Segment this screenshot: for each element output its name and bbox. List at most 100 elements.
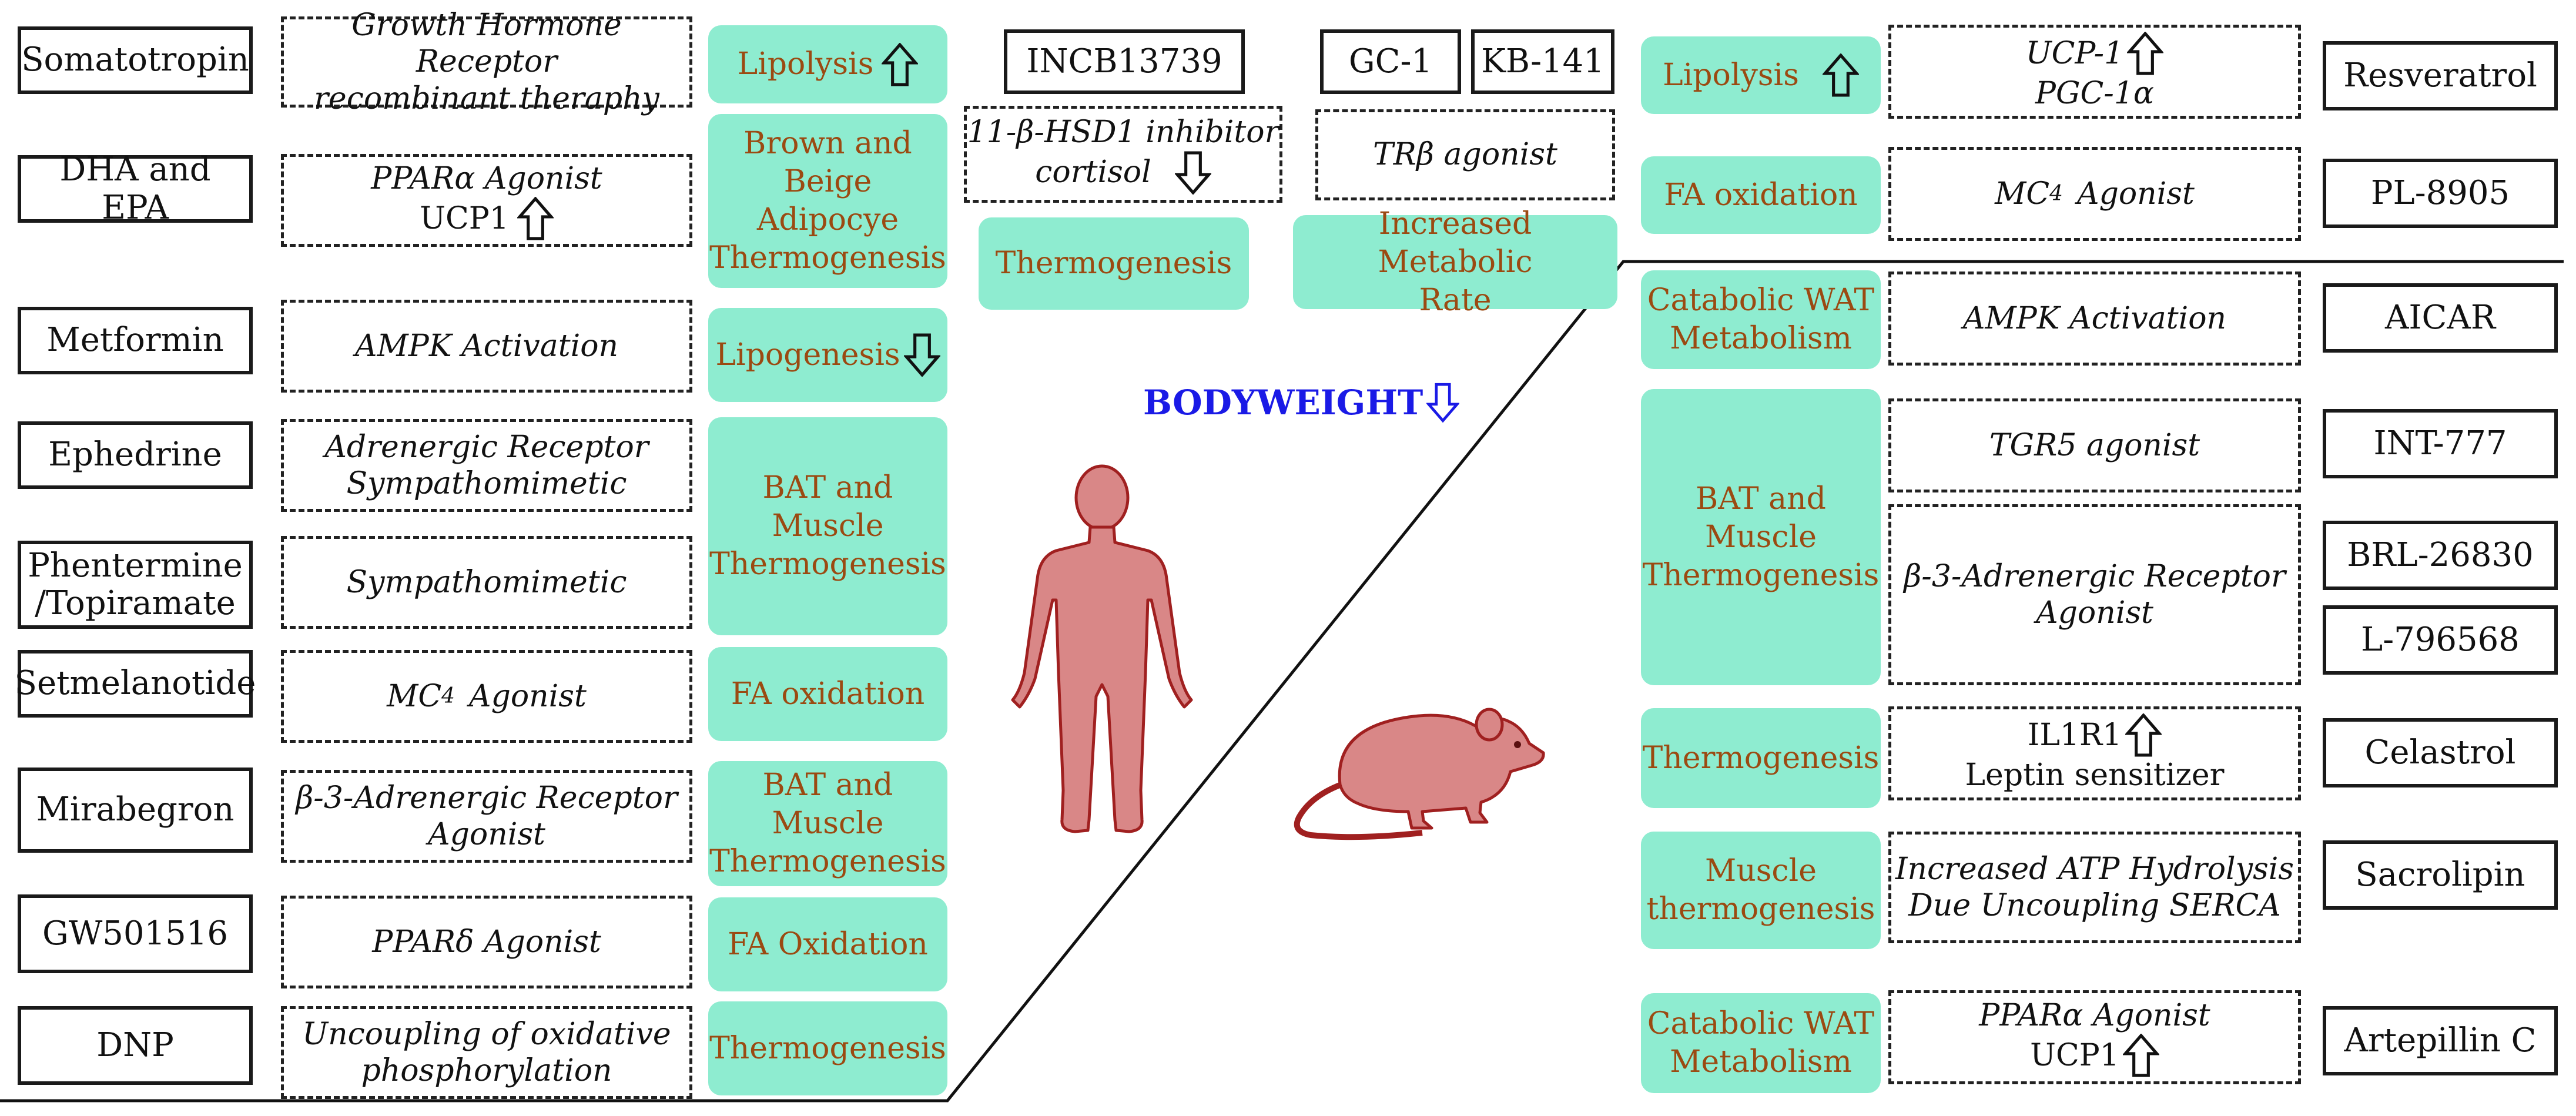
effect-lipolysis: Lipolysis (708, 25, 947, 103)
drug-label: AICAR (2384, 298, 2495, 337)
mechanism-adrenergic: Adrenergic Receptor Sympathomimetic (281, 419, 692, 512)
mechanism-line: phosphorylation (361, 1053, 612, 1088)
mechanism-line: IL1R1 (2027, 717, 2122, 753)
effect-label: Muscle (1705, 853, 1817, 889)
mechanism-line: TRβ agonist (1373, 137, 1557, 173)
drug-dnp: DNP (18, 1006, 253, 1085)
mechanism-ppard: PPARδ Agonist (281, 896, 692, 988)
effect-lipogenesis: Lipogenesis (708, 308, 947, 402)
effect-label: Catabolic WAT (1647, 283, 1875, 318)
mechanism-line: UCP1 (2030, 1037, 2119, 1073)
drug-label: Somatotropin (21, 41, 249, 79)
mechanism-beta3-right: β-3-Adrenergic Receptor Agonist (1888, 504, 2301, 685)
effect-brown-beige: Brown and Beige Adipocye Thermogenesis (708, 114, 947, 288)
down-arrow-icon (1174, 151, 1211, 195)
effect-label: BAT and (762, 768, 893, 803)
drug-label: Resveratrol (2343, 56, 2537, 95)
effect-label: Lipolysis (1663, 57, 1799, 93)
subscript: 4 (441, 684, 455, 709)
mechanism-line: Increased ATP Hydrolysis (1895, 851, 2294, 887)
mechanism-line: Adrenergic Receptor (324, 429, 649, 465)
effect-thermogenesis-middle: Thermogenesis (979, 217, 1249, 310)
mechanism-ppara-agonist: PPARα Agonist UCP1 (281, 154, 692, 247)
drug-mirabegron: Mirabegron (18, 768, 253, 853)
effect-bat-muscle-right: BAT and Muscle Thermogenesis (1641, 389, 1881, 685)
effect-label: Thermogenesis (709, 547, 946, 582)
up-arrow-icon (2127, 31, 2164, 75)
drug-label: Phentermine (28, 546, 243, 585)
human-figure-icon (1011, 464, 1193, 833)
effect-label: FA Oxidation (728, 926, 928, 962)
drug-metformin: Metformin (18, 307, 253, 374)
down-arrow-icon (1426, 382, 1460, 423)
drug-incb13739: INCB13739 (1004, 29, 1245, 94)
drug-label: Mirabegron (36, 790, 235, 829)
drug-sacrolipin: Sacrolipin (2323, 840, 2558, 910)
mechanism-line: Agonist (2036, 595, 2153, 631)
drug-resveratrol: Resveratrol (2323, 41, 2558, 110)
mechanism-line: Uncoupling of oxidative (302, 1016, 671, 1052)
drug-artepillin-c: Artepillin C (2323, 1006, 2558, 1075)
mechanism-ampk: AMPK Activation (281, 300, 692, 393)
effect-label: Beige (783, 164, 872, 199)
drug-label: Celastrol (2364, 733, 2516, 772)
mechanism-sympathomimetic: Sympathomimetic (281, 536, 692, 629)
effect-catabolic-wat: Catabolic WAT Metabolism (1641, 270, 1881, 369)
mechanism-line: 11-β-HSD1 inhibitor (967, 115, 1279, 150)
drug-somatotropin: Somatotropin (18, 26, 253, 94)
drug-gw501516: GW501516 (18, 894, 253, 973)
mechanism-line: TGR5 agonist (1989, 427, 2200, 463)
drug-label: INT-777 (2373, 424, 2507, 463)
effect-label: Rate (1419, 282, 1492, 318)
subscript: 4 (2049, 182, 2064, 206)
effect-label: Thermogenesis (709, 240, 946, 276)
mechanism-line: β-3-Adrenergic Receptor (296, 780, 678, 816)
effect-muscle-thermogenesis: Muscle thermogenesis (1641, 832, 1881, 949)
mechanism-uncoupling: Uncoupling of oxidative phosphorylation (281, 1006, 692, 1099)
effect-label: Metabolism (1670, 321, 1852, 356)
mechanism-trb-agonist: TRβ agonist (1315, 109, 1615, 200)
drug-gc1: GC-1 (1320, 29, 1461, 94)
drug-label: Artepillin C (2344, 1021, 2537, 1060)
effect-fa-oxidation-right: FA oxidation (1641, 156, 1881, 234)
effect-label: FA oxidation (731, 676, 925, 712)
drug-int777: INT-777 (2323, 409, 2558, 478)
mechanism-line: Sympathomimetic (346, 466, 627, 501)
drug-celastrol: Celastrol (2323, 718, 2558, 787)
effect-label: Thermogenesis (1642, 557, 1880, 593)
drug-label: GC-1 (1348, 42, 1433, 81)
mouse-icon (1294, 708, 1545, 840)
mechanism-line: MC (1995, 176, 2050, 212)
drug-dha-epa: DHA and EPA (18, 150, 253, 226)
mechanism-line: Leptin sensitizer (1965, 757, 2225, 793)
drug-label: KB-141 (1481, 42, 1604, 81)
mechanism-line: UCP-1 (2025, 35, 2124, 71)
effect-bat-muscle: BAT and Muscle Thermogenesis (708, 417, 947, 635)
mechanism-serca: Increased ATP Hydrolysis Due Uncoupling … (1888, 832, 2301, 943)
effect-label: Lipolysis (737, 46, 874, 82)
drug-ephedrine: Ephedrine (18, 421, 253, 489)
bodyweight-text: BODYWEIGHT (1143, 383, 1423, 423)
effect-label: BAT and (1696, 481, 1826, 517)
mechanism-line: Due Uncoupling SERCA (1908, 888, 2281, 923)
up-arrow-icon (517, 197, 554, 240)
mechanism-line: PGC-1α (2035, 75, 2155, 111)
effect-fa-oxidation-2: FA Oxidation (708, 897, 947, 991)
mechanism-ppara-right: PPARα Agonist UCP1 (1888, 990, 2301, 1084)
drug-label: PL-8905 (2370, 173, 2510, 212)
effect-lipolysis-right: Lipolysis (1641, 36, 1881, 114)
effect-fa-oxidation: FA oxidation (708, 647, 947, 741)
mechanism-line: AMPK Activation (1962, 300, 2227, 336)
drug-label: Setmelanotide (14, 664, 256, 703)
mechanism-line: Agonist (428, 817, 545, 852)
effect-label: Thermogenesis (709, 1030, 946, 1066)
effect-label: Thermogenesis (995, 246, 1232, 281)
mechanism-gh-receptor: Growth Hormone Receptor recombinant ther… (281, 8, 692, 116)
mechanism-line: Agonist (469, 678, 587, 714)
up-arrow-icon (2122, 1034, 2159, 1077)
mechanism-line: UCP1 (420, 200, 509, 236)
mechanism-line: PPARα Agonist (371, 160, 602, 196)
